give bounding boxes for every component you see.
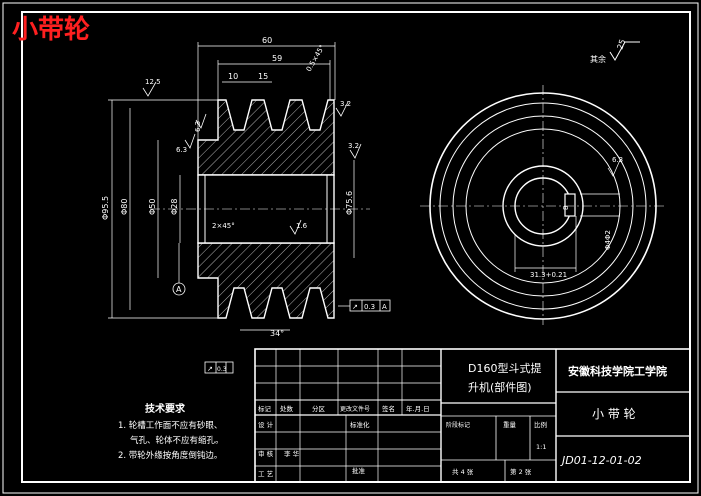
label-count: 处数 <box>280 404 294 413</box>
project-line-2: 升机(部件图) <box>468 380 532 394</box>
svg-text:↗: ↗ <box>352 303 358 311</box>
roughness-c: 6.3 <box>194 121 202 132</box>
section-body-top <box>197 99 335 176</box>
roughness-d: 1.6 <box>296 222 308 230</box>
roughness-a: 12.5 <box>145 78 161 86</box>
label-review: 审 核 <box>258 449 274 458</box>
label-weight: 重量 <box>503 421 517 429</box>
tolerance-frame-bottom <box>204 361 234 374</box>
label-standard: 标准化 <box>350 420 370 429</box>
tech-line-1: 1. 轮槽工作面不应有砂眼、 <box>118 420 222 431</box>
part-name: 小 带 轮 <box>592 407 636 421</box>
tech-title: 技术要求 <box>145 402 186 415</box>
dim-chamfer-note: 0.5×45° <box>305 44 327 73</box>
dim-pitch-a: 10 <box>228 72 238 81</box>
label-stage: 阶段标记 <box>446 421 470 429</box>
dim-chamfer-left: 2×45° <box>212 222 235 230</box>
label-approve: 批准 <box>352 466 366 475</box>
roughness-e: 6.3 <box>176 146 187 154</box>
global-roughness-symbol <box>609 41 640 61</box>
roughness-f: 3.2 <box>348 142 359 150</box>
roughness-b: 3.2 <box>340 100 351 108</box>
label-sheets: 共 4 张 <box>452 467 474 476</box>
section-view <box>150 99 370 319</box>
label-change-doc: 更改文件号 <box>340 405 370 413</box>
tolerance-bottom: 0.3 <box>217 366 227 373</box>
dim-width-inner: 59 <box>272 54 282 63</box>
tech-line-2: 气孔、轮体不应有缩孔。 <box>130 435 224 446</box>
datum-label: A <box>176 285 182 294</box>
tech-line-3: 2. 带轮外缘按角度倒钝边。 <box>118 450 222 461</box>
dim-angle: 34° <box>270 329 284 338</box>
roughness-note-value: 25 <box>615 38 627 51</box>
label-scale: 比例 <box>534 420 547 429</box>
keyway-width: 8 <box>562 206 570 210</box>
dim-right-dia: Φ75.6 <box>345 191 354 215</box>
front-dimensions <box>514 159 621 272</box>
label-design: 设 计 <box>258 420 274 429</box>
tolerance-runout: 0.3 <box>364 303 375 311</box>
scale-value: 1:1 <box>536 443 546 451</box>
dim-bore-dia: Φ28 <box>170 199 179 215</box>
reviewer-name: 李 华 <box>284 449 300 458</box>
tolerance-frame-right <box>349 299 391 312</box>
project-line-1: D160型斗式提 <box>468 361 541 375</box>
section-body-bottom <box>197 242 335 319</box>
title-block <box>254 348 691 483</box>
dim-width-total: 60 <box>262 36 272 45</box>
label-craft: 工 艺 <box>258 470 274 478</box>
svg-text:↗: ↗ <box>207 365 213 373</box>
dim-outer-dia: Φ95.5 <box>101 196 110 220</box>
roughness-symbols <box>142 81 362 235</box>
front-view <box>420 85 665 325</box>
keyway-depth: 31.3+0.21 <box>530 271 567 279</box>
label-sheet: 第 2 张 <box>510 467 532 476</box>
tolerance-datum: A <box>382 303 387 311</box>
drawing-number: JD01-12-01-02 <box>560 454 642 467</box>
dim-pitch-b: 15 <box>258 72 268 81</box>
school-name: 安徽科技学院工学院 <box>568 364 667 378</box>
section-dimensions <box>108 42 355 331</box>
keyway-dim: Φ4Φ2 <box>604 230 612 250</box>
keyway-ra: 6.3 <box>612 156 623 164</box>
dim-bore-big-dia: Φ80 <box>120 199 129 215</box>
corner-title: 小带轮 <box>12 15 90 45</box>
dim-hub-dia: Φ50 <box>148 199 157 215</box>
label-mark: 标记 <box>258 404 272 413</box>
label-date: 年.月.日 <box>406 404 430 413</box>
label-sign: 签名 <box>382 404 395 413</box>
roughness-note-label: 其余 <box>590 54 606 64</box>
label-zone: 分区 <box>312 404 326 413</box>
